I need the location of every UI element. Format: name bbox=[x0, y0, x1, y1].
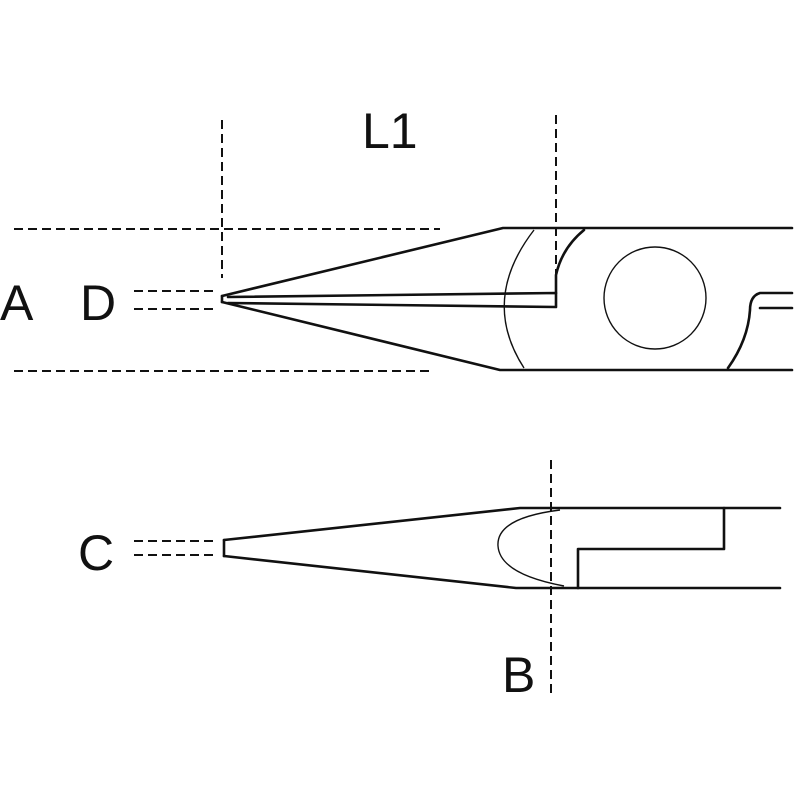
upper-jaw-outline bbox=[220, 226, 794, 298]
side-step-outline bbox=[576, 506, 726, 590]
label-d: D bbox=[80, 275, 116, 331]
pivot-circle bbox=[603, 246, 707, 350]
handle-recess-upper bbox=[726, 291, 794, 370]
label-c: C bbox=[78, 525, 114, 581]
side-joint-curve bbox=[497, 509, 565, 587]
jaw-gap bbox=[226, 291, 558, 309]
lower-jaw-outline bbox=[220, 300, 794, 372]
top-view bbox=[14, 115, 794, 372]
side-upper-outline bbox=[222, 506, 782, 542]
joint-arc bbox=[503, 229, 535, 369]
side-view bbox=[134, 460, 782, 695]
jaw-notch bbox=[554, 228, 586, 295]
label-a: A bbox=[0, 275, 34, 331]
label-l1: L1 bbox=[362, 103, 418, 159]
label-b: B bbox=[502, 647, 535, 703]
side-lower-outline bbox=[222, 554, 782, 590]
